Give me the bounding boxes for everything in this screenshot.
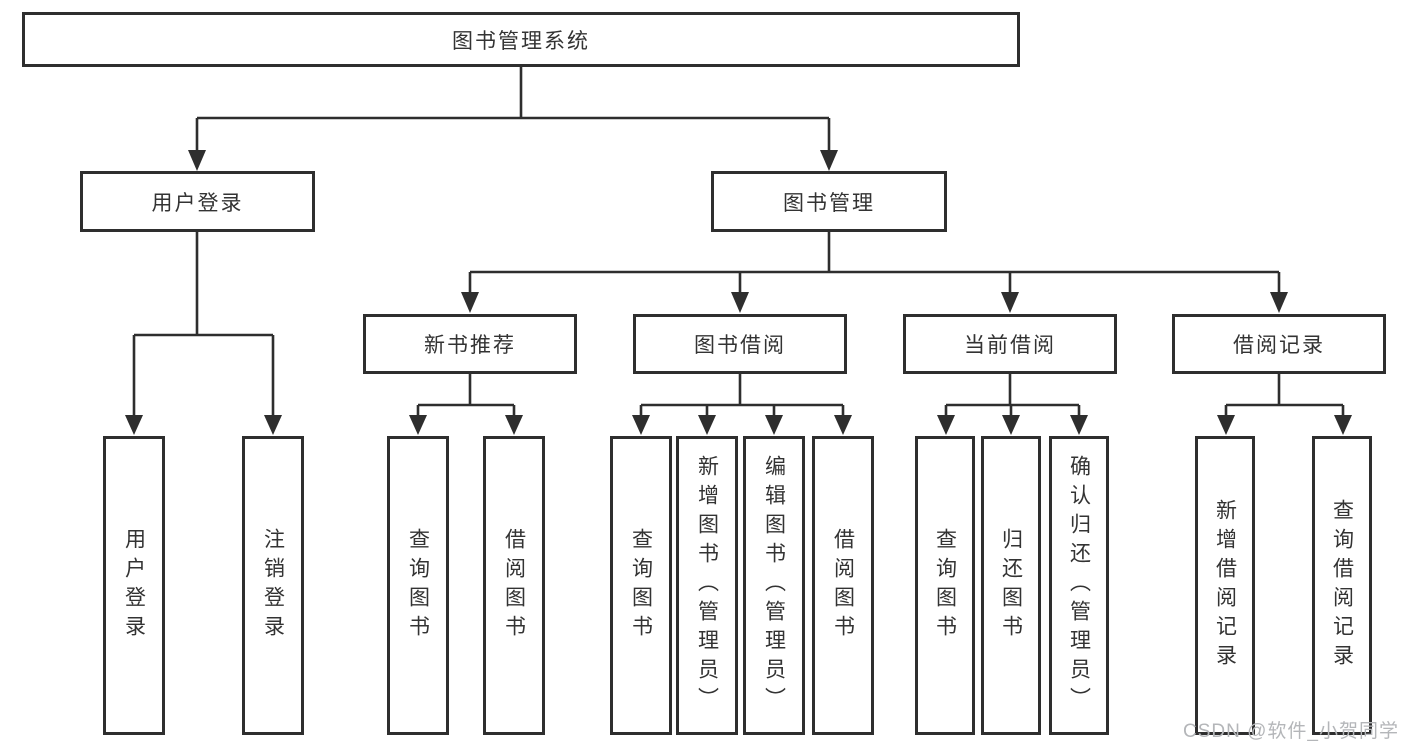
node-root-system: 图书管理系统 — [22, 12, 1020, 67]
node-borrow-records: 借阅记录 — [1172, 314, 1386, 374]
connector-root-branch — [188, 67, 838, 171]
node-new-book-recommend-label: 新书推荐 — [424, 334, 516, 357]
leaf-borrow-book-recommend: 借阅图书 — [483, 436, 545, 735]
node-root-label: 图书管理系统 — [452, 29, 590, 53]
connector-book-mgmt-branch — [461, 232, 1288, 313]
leaf-add-book-admin: 新增图书（管理员） — [676, 436, 738, 735]
node-user-login-label: 用户登录 — [151, 191, 244, 215]
leaf-query-book-recommend-label: 查询图书 — [406, 527, 430, 644]
node-borrow-records-label: 借阅记录 — [1233, 334, 1325, 357]
node-book-management: 图书管理 — [711, 171, 947, 232]
leaf-edit-book-admin: 编辑图书（管理员） — [743, 436, 805, 735]
leaf-borrow-book: 借阅图书 — [812, 436, 874, 735]
leaf-return-book-label: 归还图书 — [999, 527, 1023, 644]
leaf-confirm-return-admin: 确认归还（管理员） — [1049, 436, 1109, 735]
leaf-query-book-current: 查询图书 — [915, 436, 975, 735]
leaf-user-login: 用户登录 — [103, 436, 165, 735]
csdn-watermark: CSDN @软件_小贺同学 — [1183, 721, 1399, 742]
leaf-user-login-label: 用户登录 — [122, 527, 146, 644]
leaf-return-book: 归还图书 — [981, 436, 1041, 735]
leaf-query-book-recommend: 查询图书 — [387, 436, 449, 735]
node-user-login: 用户登录 — [80, 171, 315, 232]
connector-new-book-branch — [409, 374, 523, 435]
leaf-confirm-return-admin-label: 确认归还（管理员） — [1067, 455, 1091, 716]
leaf-add-borrow-record-label: 新增借阅记录 — [1213, 498, 1237, 673]
leaf-edit-book-admin-label: 编辑图书（管理员） — [762, 455, 786, 716]
node-book-management-label: 图书管理 — [783, 191, 875, 215]
leaf-add-book-admin-label: 新增图书（管理员） — [695, 455, 719, 716]
leaf-borrow-book-label: 借阅图书 — [831, 527, 855, 644]
leaf-borrow-book-recommend-label: 借阅图书 — [502, 527, 526, 644]
node-book-borrow-label: 图书借阅 — [694, 334, 786, 357]
node-book-borrow: 图书借阅 — [633, 314, 847, 374]
connector-borrow-records-branch — [1217, 374, 1352, 435]
leaf-query-book-borrow: 查询图书 — [610, 436, 672, 735]
leaf-logout: 注销登录 — [242, 436, 304, 735]
leaf-query-book-current-label: 查询图书 — [933, 527, 957, 644]
connector-user-login-branch — [125, 232, 282, 435]
leaf-add-borrow-record: 新增借阅记录 — [1195, 436, 1255, 735]
leaf-logout-label: 注销登录 — [261, 527, 285, 644]
node-current-borrow: 当前借阅 — [903, 314, 1117, 374]
connector-current-borrow-branch — [937, 374, 1088, 435]
leaf-query-book-borrow-label: 查询图书 — [629, 527, 653, 644]
leaf-query-borrow-record: 查询借阅记录 — [1312, 436, 1372, 735]
node-new-book-recommend: 新书推荐 — [363, 314, 577, 374]
connector-book-borrow-branch — [632, 374, 852, 435]
leaf-query-borrow-record-label: 查询借阅记录 — [1330, 498, 1354, 673]
node-current-borrow-label: 当前借阅 — [964, 334, 1056, 357]
